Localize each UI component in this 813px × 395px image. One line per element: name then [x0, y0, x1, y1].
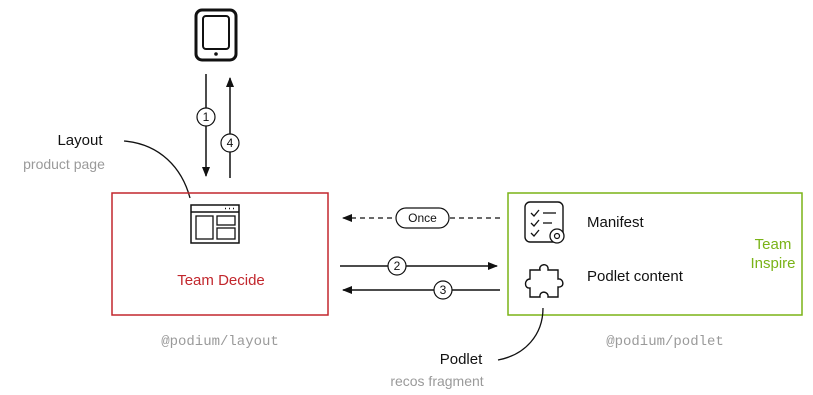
step-4-badge: 4 [220, 133, 240, 153]
team-decide-box [111, 192, 329, 316]
podlet-callout-title: Podlet [440, 351, 483, 368]
manifest-label: Manifest [587, 214, 645, 231]
step-1-label: 1 [203, 110, 210, 124]
step-2-badge: 2 [387, 256, 407, 276]
team-inspire-name-line2: Inspire [750, 255, 795, 272]
step-4-label: 4 [227, 136, 234, 150]
team-decide-package: @podium/layout [161, 334, 279, 350]
step-2-label: 2 [394, 259, 401, 273]
podlet-callout-subtitle: recos fragment [390, 373, 483, 389]
puzzle-icon [524, 264, 564, 298]
once-label: Once [408, 211, 437, 225]
step-3-label: 3 [440, 283, 447, 297]
team-inspire-name-line1: Team [755, 236, 792, 253]
podlet-callout-line [497, 307, 544, 361]
layout-callout-subtitle: product page [23, 156, 105, 172]
layout-icon [190, 204, 240, 244]
checklist-gear-icon [524, 201, 565, 244]
once-badge: Once [395, 207, 450, 229]
podlet-content-label: Podlet content [587, 268, 684, 285]
step-1-badge: 1 [196, 107, 216, 127]
layout-callout-line [123, 140, 191, 199]
tablet-icon [194, 8, 238, 62]
team-inspire-package: @podium/podlet [606, 334, 724, 350]
team-inspire-box [507, 192, 803, 316]
team-decide-name: Team Decide [177, 272, 265, 289]
layout-callout-title: Layout [57, 132, 103, 149]
step-3-badge: 3 [433, 280, 453, 300]
